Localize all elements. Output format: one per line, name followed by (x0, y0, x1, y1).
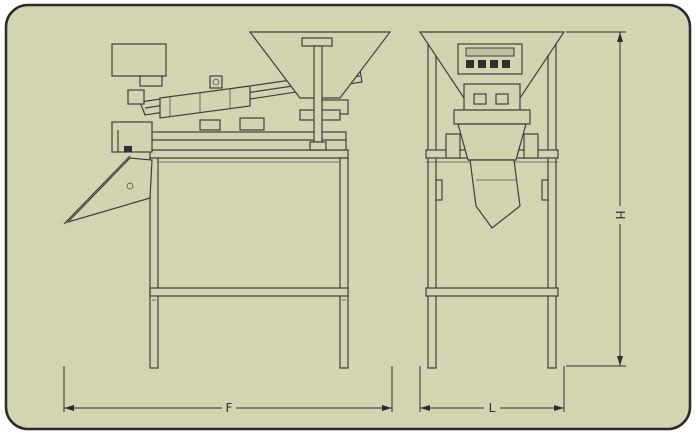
side-view: F (63, 31, 393, 415)
collection-funnel (445, 123, 539, 229)
dimension-f: F (63, 366, 393, 415)
side-view-deck (117, 131, 347, 151)
control-box (111, 43, 167, 87)
weigh-heads (453, 83, 531, 125)
side-brackets (435, 179, 549, 201)
side-hopper (248, 31, 392, 151)
dimension-f-label: F (226, 401, 233, 415)
dimension-h: H (566, 31, 627, 367)
dimension-l-label: L (489, 401, 496, 415)
discharge-chute (63, 121, 153, 225)
dimension-l: L (419, 366, 565, 415)
dimension-h-label: H (613, 210, 627, 219)
control-panel (457, 43, 523, 75)
front-view: L H (418, 31, 627, 415)
side-view-frame (149, 149, 349, 369)
